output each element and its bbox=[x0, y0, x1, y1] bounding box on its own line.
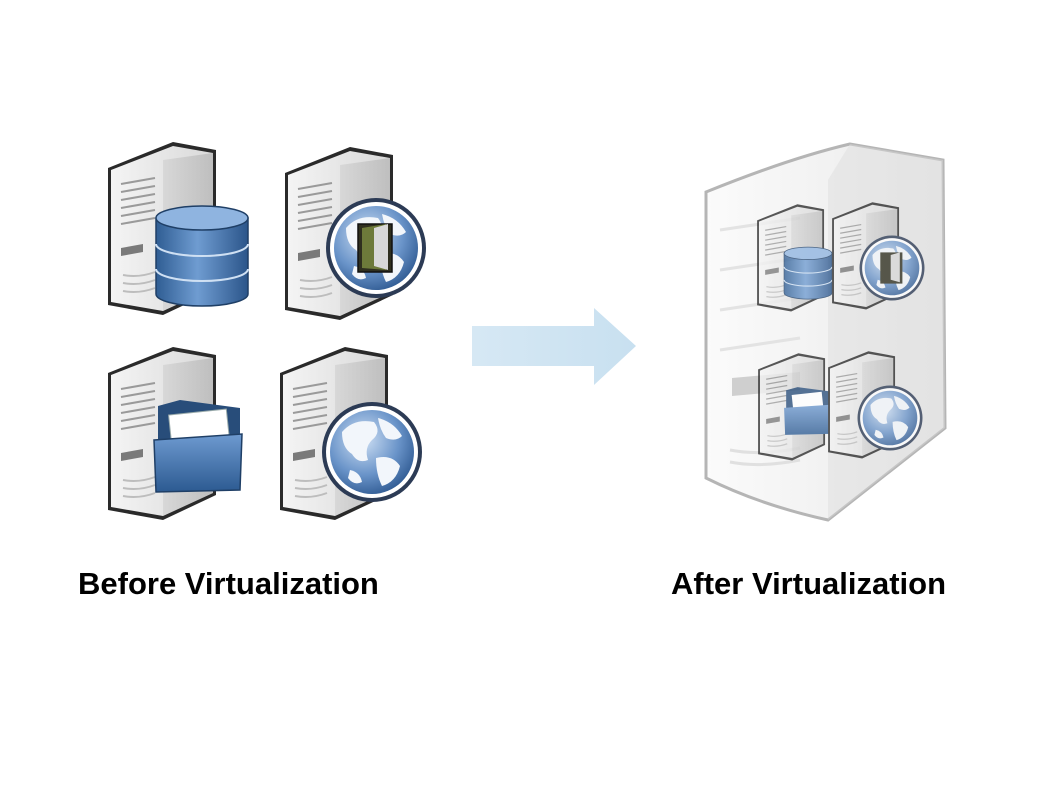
vm-database-icon bbox=[783, 246, 833, 300]
host-server bbox=[704, 142, 947, 522]
transition-arrow bbox=[472, 308, 636, 385]
after-virtualization-group bbox=[704, 142, 947, 522]
before-virtualization-caption: Before Virtualization bbox=[78, 566, 379, 601]
globe-door-icon bbox=[326, 198, 426, 298]
vm-globe-door-icon bbox=[859, 235, 925, 301]
vm-globe-icon bbox=[857, 385, 923, 451]
after-virtualization-caption: After Virtualization bbox=[671, 566, 947, 601]
database-icon bbox=[155, 205, 249, 307]
vm-folder-icon bbox=[784, 387, 830, 435]
folder-icon bbox=[153, 400, 243, 493]
globe-icon bbox=[322, 402, 422, 502]
before-virtualization-group bbox=[107, 141, 426, 521]
